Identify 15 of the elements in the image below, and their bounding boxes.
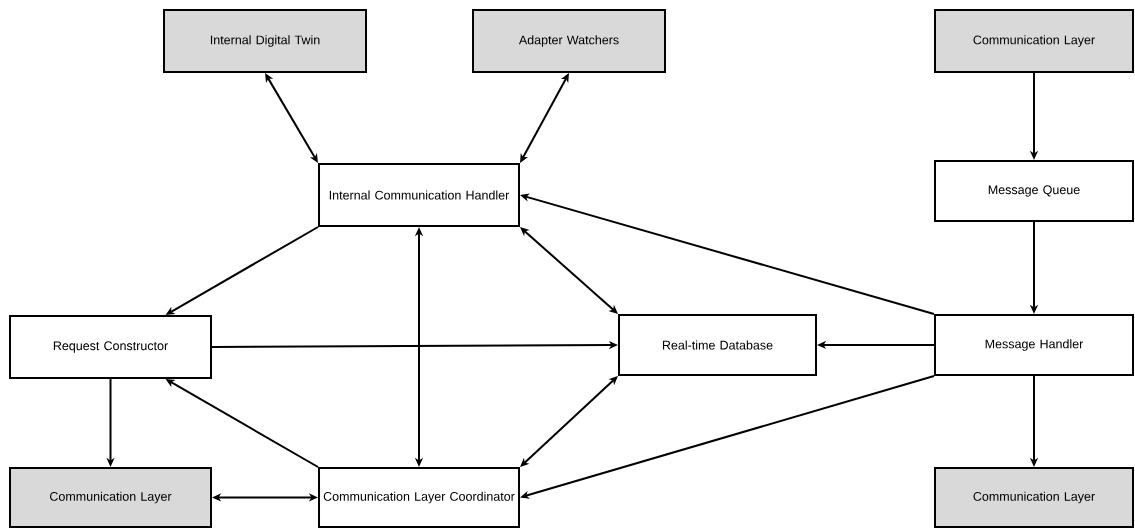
process-box: Request Constructor: [9, 315, 212, 379]
arrow: [520, 376, 618, 467]
process-box: Real-time Database: [618, 314, 817, 376]
arrow: [520, 227, 618, 314]
process-box: Message Queue: [934, 160, 1134, 222]
process-box: Message Handler: [934, 314, 1134, 376]
component-box: Communication Layer: [9, 467, 212, 528]
component-box: Internal Digital Twin: [163, 9, 367, 73]
arrow: [265, 73, 318, 163]
arrow: [520, 73, 569, 163]
component-box: Communication Layer: [934, 467, 1134, 528]
component-box: Communication Layer: [934, 9, 1134, 73]
process-box: Internal Communication Handler: [318, 163, 520, 227]
process-box: Communication Layer Coordinator: [318, 467, 520, 528]
component-box: Adapter Watchers: [472, 9, 666, 73]
